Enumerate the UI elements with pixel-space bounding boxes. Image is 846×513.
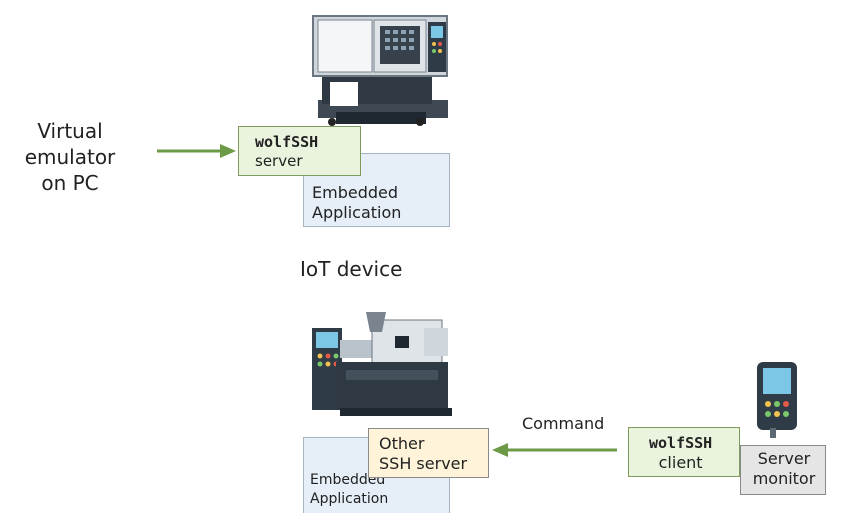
top-machine-illustration	[312, 15, 448, 126]
label-line: emulator	[24, 145, 116, 169]
virtual-emulator-label: Virtual emulator on PC	[22, 118, 118, 196]
iot-device-caption: IoT device	[300, 257, 403, 281]
handheld-terminal-illustration	[757, 362, 797, 438]
other-ssh-server-box: Other SSH server	[368, 428, 489, 478]
arrow-command	[492, 443, 617, 457]
embedded-label: Embedded	[312, 183, 399, 202]
wolfssh-label: wolfSSH	[649, 434, 713, 452]
arrow-to-wolfssh-server	[157, 144, 236, 158]
other-label: Other	[379, 434, 425, 453]
label-line: on PC	[41, 171, 99, 195]
ssh-server-label: SSH server	[379, 454, 468, 473]
server-monitor-box: Server monitor	[740, 445, 826, 495]
wolfssh-server-box: wolfSSH server	[238, 126, 361, 176]
wolfssh-client-box: wolfSSH client	[628, 427, 740, 477]
application-label: Application	[312, 203, 402, 222]
server-label: Server	[757, 449, 811, 468]
monitor-label: monitor	[752, 469, 816, 488]
application-label: Application	[310, 491, 389, 507]
server-label: server	[255, 152, 303, 170]
bottom-machine-illustration	[312, 312, 452, 416]
wolfssh-label: wolfSSH	[255, 133, 319, 151]
command-label: Command	[522, 414, 605, 433]
label-line: Virtual	[37, 119, 103, 143]
embedded-application-box: Embedded Application	[303, 153, 450, 227]
embedded-label: Embedded	[310, 472, 386, 488]
client-label: client	[658, 453, 703, 472]
